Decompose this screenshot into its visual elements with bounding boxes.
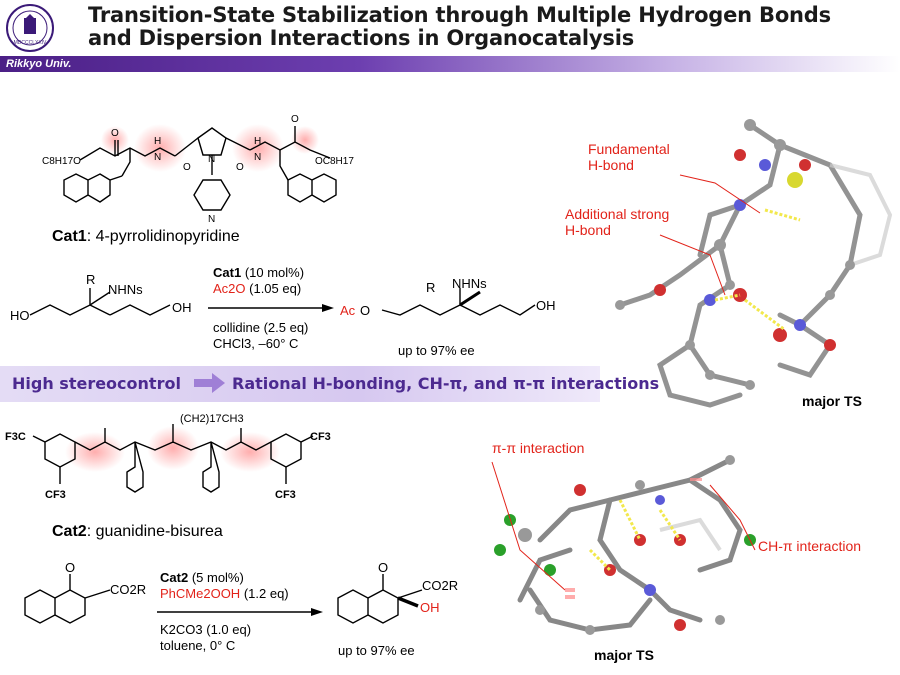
title-line-1: Transition-State Stabilization through M… <box>88 3 831 27</box>
svg-text:MDCCCLXXIV: MDCCCLXXIV <box>14 40 47 46</box>
reaction2-substrate: O CO2R <box>24 560 146 624</box>
co2r-label: CO2R <box>110 582 146 597</box>
pyridine-n-label: N <box>208 214 215 225</box>
highlight-banner <box>0 366 600 402</box>
acetyl-label: Ac <box>340 303 356 318</box>
reaction2-oxidant-amount: (1.2 eq) <box>243 586 289 601</box>
ts1-label: major TS <box>802 393 862 409</box>
reaction1-catalyst: Cat1 <box>213 265 242 280</box>
reaction2-yield: up to 97% ee <box>338 643 415 658</box>
reaction1-yield: up to 97% ee <box>398 343 475 358</box>
ketone-o-label: O <box>65 560 75 575</box>
cat2-name: Cat2 <box>52 523 87 540</box>
reaction1-catalyst-load: (10 mol%) <box>244 265 305 280</box>
oh-label: OH <box>536 298 556 313</box>
hbond-highlight <box>147 426 199 470</box>
reaction1-arrow <box>208 304 334 312</box>
callout-line: H-bond <box>565 222 611 238</box>
reaction1-base: collidine (2.5 eq) <box>213 320 309 335</box>
n-label: N <box>154 152 161 163</box>
nh-label: H <box>254 136 261 147</box>
hydroxyl-label: OH <box>420 600 440 615</box>
hbond-highlight <box>291 126 319 154</box>
reaction1-reagent: Ac2O <box>213 281 246 296</box>
ketone-o-label: O <box>378 560 388 575</box>
co2r-label: CO2R <box>422 578 458 593</box>
cf3-label: CF3 <box>45 489 66 501</box>
additional-hbond-callout: Additional strong H-bond <box>565 206 669 238</box>
reaction2-base: K2CO3 (1.0 eq) <box>160 622 252 637</box>
nhns-label: NHNs <box>108 282 143 297</box>
reaction1-solvent-temp: CHCl3, –60° C <box>213 336 299 351</box>
callout-line: Fundamental <box>588 141 670 157</box>
ester-o-label: O <box>360 303 370 318</box>
left-ester-label: C8H17O <box>42 156 81 167</box>
oxygen-label: O <box>236 162 244 173</box>
oxygen-label: O <box>291 114 299 125</box>
n-label: N <box>254 152 261 163</box>
cat2-description: : guanidine-bisurea <box>86 523 223 540</box>
ch-pi-callout: CH-π interaction <box>758 538 862 554</box>
cf3-label: F3C <box>5 431 26 443</box>
ts2-label: major TS <box>594 647 654 663</box>
banner-right-text: Rational H-bonding, CH-π, and π-π intera… <box>232 374 660 393</box>
alkyl-chain-label: (CH2)17CH3 <box>180 413 244 425</box>
r-group-label: R <box>86 272 95 287</box>
cat1-caption: Cat1: 4-pyrrolidinopyridine <box>52 228 240 246</box>
arrow-right-icon <box>194 373 225 393</box>
page-title: Transition-State Stabilization through M… <box>88 4 831 50</box>
r-group-label: R <box>426 280 435 295</box>
cat1-description: : 4-pyrrolidinopyridine <box>86 228 240 245</box>
reaction1-product: Ac O R NHNs OH <box>340 276 556 318</box>
fundamental-hbond-callout: Fundamental H-bond <box>588 141 670 173</box>
banner-left-text: High stereocontrol <box>12 374 181 393</box>
reaction2-conditions-bottom: K2CO3 (1.0 eq) toluene, 0° C <box>160 622 251 654</box>
right-ester-label: OC8H17 <box>315 156 354 167</box>
hbond-highlight <box>65 432 125 472</box>
oxygen-label: O <box>111 128 119 139</box>
cf3-label: CF3 <box>275 489 296 501</box>
reaction2-conditions-top: Cat2 (5 mol%) PhCMe2OOH (1.2 eq) <box>160 570 289 602</box>
cat2-caption: Cat2: guanidine-bisurea <box>52 523 223 541</box>
university-name: Rikkyo Univ. <box>6 58 72 70</box>
hbond-highlight <box>220 432 280 472</box>
callout-line: H-bond <box>588 157 634 173</box>
pi-pi-callout: π-π interaction <box>492 440 585 456</box>
cat1-name: Cat1 <box>52 228 87 245</box>
cat1-structure: C8H17O OC8H17 O O H N H N O O N N <box>42 114 354 225</box>
nhns-label: NHNs <box>452 276 487 291</box>
ho-label: HO <box>10 308 30 323</box>
header-bar <box>0 56 900 72</box>
callout-line: Additional strong <box>565 206 670 222</box>
oxygen-label: O <box>183 162 191 173</box>
nh-label: H <box>154 136 161 147</box>
cat2-structure: F3C CF3 CF3 CF3 (CH2)17CH3 <box>5 413 331 501</box>
reaction2-oxidant: PhCMe2OOH <box>160 586 241 601</box>
reaction1-conditions-top: Cat1 (10 mol%) Ac2O (1.05 eq) <box>213 265 304 297</box>
reaction2-solvent-temp: toluene, 0° C <box>160 638 236 653</box>
reaction2-arrow <box>157 608 323 616</box>
reaction2-catalyst: Cat2 <box>160 570 189 585</box>
ts1-molecular-model <box>615 119 893 408</box>
reaction2-catalyst-load: (5 mol%) <box>191 570 244 585</box>
title-line-2: and Dispersion Interactions in Organocat… <box>88 26 635 50</box>
reaction1-substrate: HO R NHNs OH <box>10 272 192 323</box>
reaction1-reagent-amount: (1.05 eq) <box>249 281 302 296</box>
oh-label: OH <box>172 300 192 315</box>
reaction1-conditions-bottom: collidine (2.5 eq) CHCl3, –60° C <box>213 320 308 352</box>
reaction2-product: O CO2R OH <box>337 560 458 624</box>
cf3-label: CF3 <box>310 431 331 443</box>
university-seal-logo: MDCCCLXXIV <box>6 4 54 52</box>
hbond-highlight <box>232 124 284 172</box>
ts2-molecular-model <box>491 455 756 635</box>
pyrrolidine-n-label: N <box>208 154 215 165</box>
